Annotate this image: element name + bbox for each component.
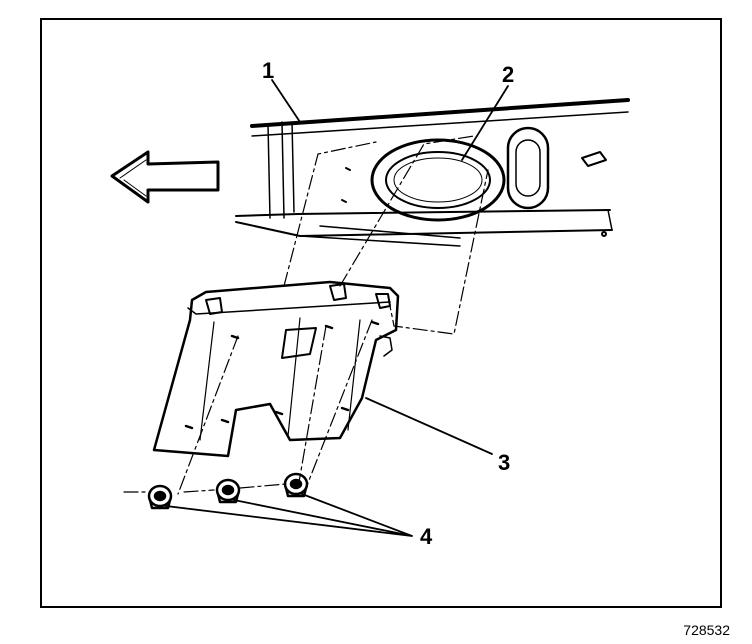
leader-lines (165, 79, 509, 537)
figure-id: 728532 (683, 622, 730, 638)
fastener-nuts (147, 472, 309, 510)
leader-4 (165, 493, 413, 537)
alignment-lines (123, 135, 489, 495)
direction-arrow (110, 150, 220, 204)
callout-3: 3 (498, 450, 511, 475)
leader-3 (365, 397, 493, 455)
leader-1 (271, 79, 301, 123)
diagram-frame (40, 18, 722, 608)
nut-center (215, 478, 241, 504)
callout-2: 2 (502, 62, 515, 87)
leader-2 (461, 85, 509, 161)
nut-left (147, 484, 173, 510)
mounting-bracket (152, 280, 400, 458)
nut-right (283, 472, 309, 498)
frame-rail (235, 98, 630, 247)
callout-4: 4 (420, 524, 433, 549)
callout-1: 1 (262, 58, 275, 83)
